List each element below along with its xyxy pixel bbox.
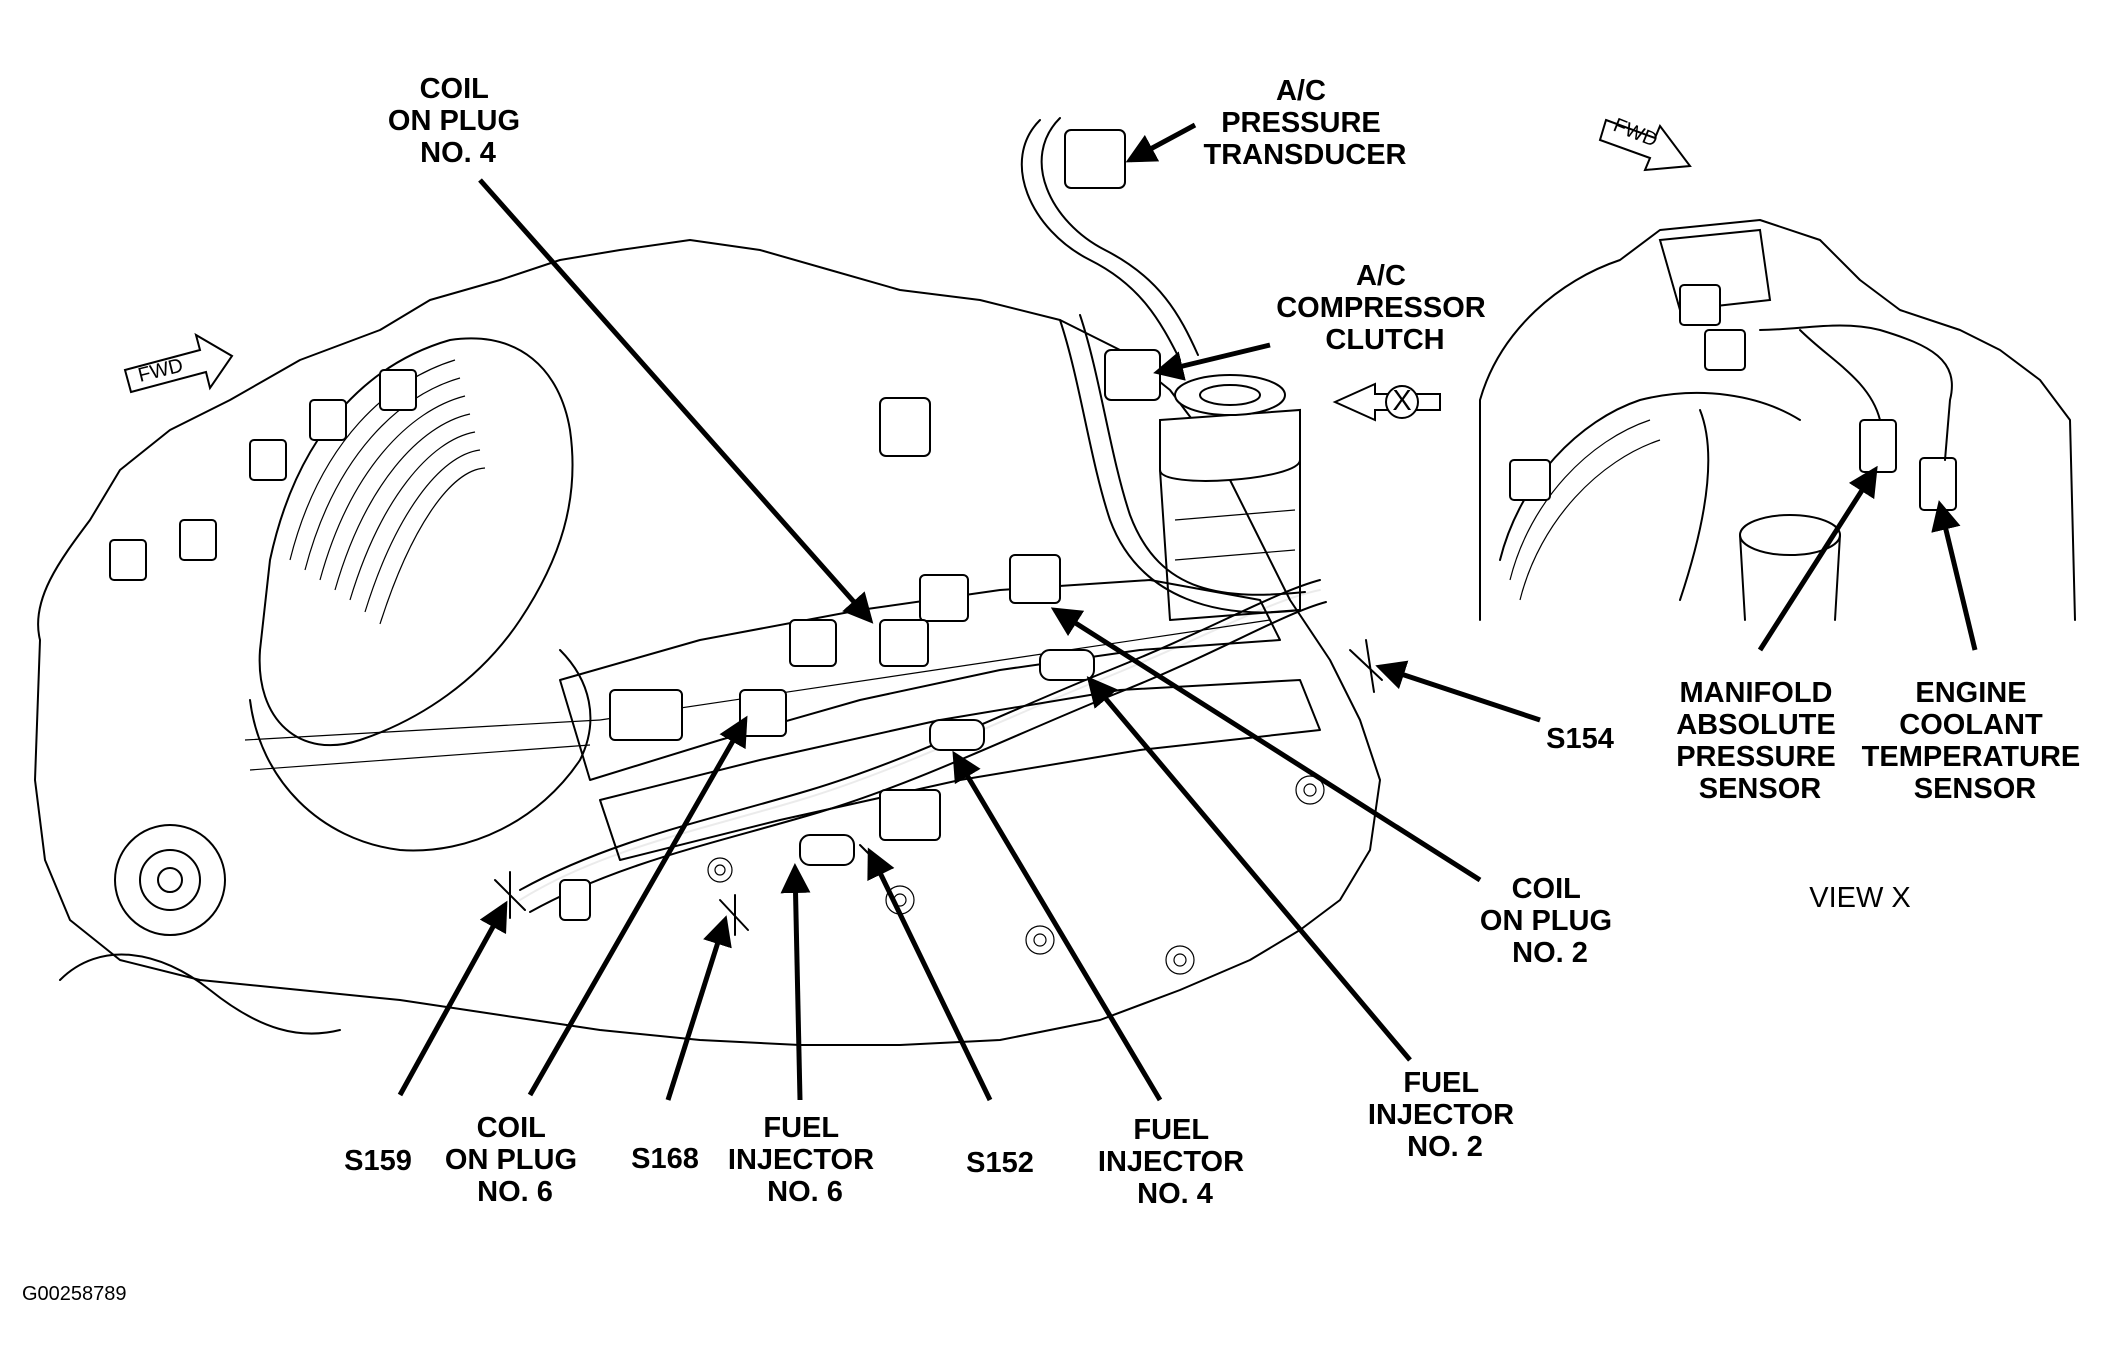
fwd-arrow-inset: FWD [1598, 114, 1692, 172]
figure-id: G00258789 [22, 1283, 127, 1305]
callout-coil-2: COIL ON PLUG NO. 2 [1480, 873, 1620, 969]
callout-s154: S154 [1546, 723, 1614, 755]
callout-fuel-injector-4: FUEL INJECTOR NO. 4 [1098, 1114, 1252, 1210]
svg-text:X: X [1392, 385, 1411, 417]
fwd-arrow-main: FWD [123, 332, 234, 394]
leader-fuel-inj-2 [1086, 676, 1412, 1062]
leader-fuel-inj-4 [952, 750, 1163, 1102]
callout-s168: S168 [631, 1143, 699, 1175]
leader-s159 [397, 900, 508, 1097]
callout-ect-sensor: ENGINE COOLANT TEMPERATURE SENSOR [1862, 677, 2089, 805]
view-x-label: VIEW X [1809, 882, 1911, 914]
leader-coil-2 [1050, 607, 1482, 883]
leader-map-sensor [1757, 465, 1878, 652]
callout-fuel-injector-6: FUEL INJECTOR NO. 6 [728, 1112, 882, 1208]
callout-ac-compressor-clutch: A/C COMPRESSOR CLUTCH [1276, 260, 1494, 356]
leader-ac-pressure [1125, 122, 1197, 163]
engine-illustration: FWD X [34, 117, 1441, 1046]
leader-s154 [1375, 660, 1541, 723]
leader-ect-sensor [1931, 500, 1978, 651]
view-x-marker: X [1332, 382, 1441, 422]
callout-map-sensor: MANIFOLD ABSOLUTE PRESSURE SENSOR [1676, 677, 1844, 805]
svg-text:FWD: FWD [136, 354, 186, 386]
callout-s152: S152 [966, 1147, 1034, 1179]
callout-fuel-injector-2: FUEL INJECTOR NO. 2 [1368, 1067, 1522, 1163]
leader-coil-6 [527, 715, 748, 1097]
callout-coil-6: COIL ON PLUG NO. 6 [445, 1112, 585, 1208]
callout-s159: S159 [344, 1145, 412, 1177]
leader-s152 [867, 847, 993, 1102]
leader-coil-4 [478, 178, 874, 624]
leader-s168 [665, 915, 732, 1101]
leader-ac-clutch [1153, 342, 1271, 381]
callout-coil-4: COIL ON PLUG NO. 4 [388, 73, 528, 169]
leader-fuel-inj-6 [780, 863, 811, 1101]
leader-lines [397, 122, 1978, 1102]
callout-ac-pressure-transducer: A/C PRESSURE TRANSDUCER [1204, 75, 1407, 171]
view-x-inset-illustration: FWD [1479, 114, 2076, 621]
ac-pressure-connector-shape [1064, 129, 1126, 189]
callout-labels: COIL ON PLUG NO. 4 A/C PRESSURE TRANSDUC… [22, 73, 2089, 1305]
